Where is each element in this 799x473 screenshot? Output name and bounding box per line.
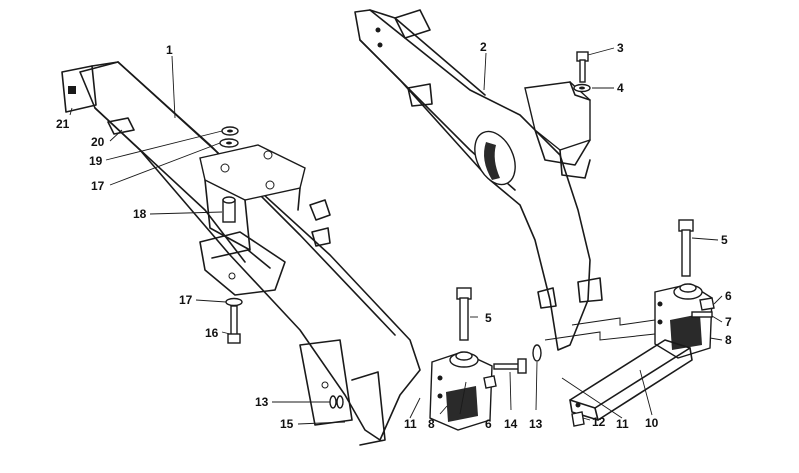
callout-17-lower: 17 [179,293,193,307]
callout-16: 16 [205,326,219,340]
callout-19: 19 [89,154,103,168]
callout-11-right: 11 [616,417,629,431]
callout-21: 21 [56,117,70,131]
callout-5-right: 5 [721,233,728,247]
bolt-14 [493,358,527,374]
washer-13-right [532,344,542,362]
left-axle-carrier-beam [61,61,421,446]
right-bolt-5 [678,219,694,277]
assembly-reference-lines [544,317,656,341]
support-bracket-10 [569,339,693,421]
callout-8-center: 8 [428,417,435,431]
left-washers-13 [329,395,344,409]
callout-13-left: 13 [255,395,269,409]
callout-10: 10 [645,416,659,430]
callout-6-center: 6 [485,417,492,431]
callout-4: 4 [617,81,624,95]
nut-12 [571,411,585,427]
right-axle-carrier-beam [354,9,603,351]
callout-17-upper: 17 [91,179,105,193]
callout-8-right: 8 [725,333,732,347]
callout-15: 15 [280,417,294,431]
center-bolt-5 [456,287,472,341]
callout-14: 14 [504,417,518,431]
center-engine-mount [429,351,493,431]
callout-13-right: 13 [529,417,543,431]
callout-3: 3 [617,41,624,55]
callout-18: 18 [133,207,147,221]
bolt-16-washer-17 [225,297,243,344]
callout-2: 2 [480,40,487,54]
callout-12: 12 [592,415,606,429]
callout-6-right: 6 [725,289,732,303]
callout-5-center: 5 [485,311,492,325]
left-mount-fasteners [219,126,239,223]
right-bolt-7 [691,311,713,318]
leader-lines [69,47,723,425]
right-nut-6 [699,297,715,311]
callout-1: 1 [166,43,173,57]
right-engine-mount [654,283,713,359]
bolt-3-washer-4 [573,51,591,93]
callout-7: 7 [725,315,732,329]
callout-11-center: 11 [404,417,417,431]
center-nut-6 [483,375,497,389]
callout-20: 20 [91,135,105,149]
